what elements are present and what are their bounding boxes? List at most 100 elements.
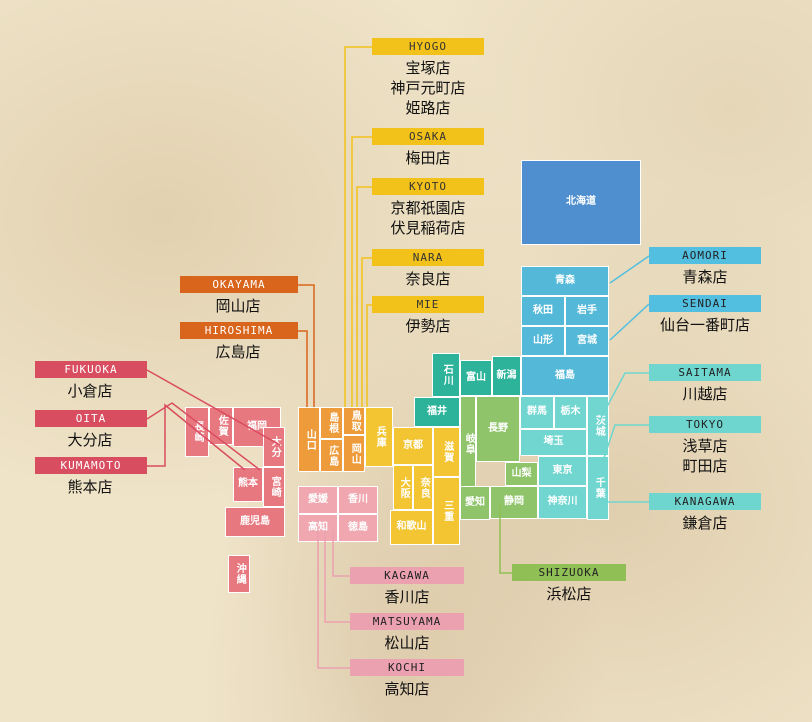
store-item[interactable]: 熊本店 [67, 478, 113, 496]
pref-label-saitama: 埼玉 [543, 436, 564, 448]
pref-yamagata[interactable]: 山形 [521, 326, 565, 356]
pref-label-chiba: 千葉 [593, 477, 605, 499]
pref-kagoshima[interactable]: 鹿児島 [225, 507, 285, 537]
pref-label-mie: 三重 [441, 500, 453, 522]
store-item[interactable]: 高知店 [384, 680, 430, 698]
pref-saitama[interactable]: 埼玉 [520, 429, 587, 456]
region-label-fukuoka[interactable]: FUKUOKA [35, 361, 147, 378]
region-label-hyogo[interactable]: HYOGO [372, 38, 484, 55]
store-list-hyogo: 宝塚店神戸元町店姫路店 [358, 58, 498, 118]
pref-nagano[interactable]: 長野 [476, 396, 520, 462]
store-item[interactable]: 香川店 [384, 588, 430, 606]
pref-kagawa[interactable]: 香川 [338, 486, 378, 514]
region-label-sendai[interactable]: SENDAI [649, 295, 761, 312]
pref-okayama[interactable]: 岡山 [343, 435, 365, 472]
pref-shiga[interactable]: 滋賀 [433, 427, 460, 477]
pref-label-fukui: 福井 [427, 405, 447, 417]
store-item[interactable]: 岡山店 [215, 297, 261, 315]
store-item[interactable]: 伏見稲荷店 [390, 219, 466, 237]
pref-tochigi[interactable]: 栃木 [554, 396, 587, 429]
pref-miyazaki[interactable]: 宮崎 [263, 467, 285, 507]
store-item[interactable]: 宝塚店 [405, 59, 451, 77]
pref-label-kanagawa: 神奈川 [547, 496, 578, 508]
store-list-hiroshima: 広島店 [168, 342, 308, 362]
pref-label-gifu: 岐阜 [463, 433, 475, 455]
pref-saga[interactable]: 佐賀 [209, 407, 233, 445]
pref-wakayama[interactable]: 和歌山 [390, 510, 433, 545]
region-label-matsuyama[interactable]: MATSUYAMA [350, 613, 464, 630]
pref-oita[interactable]: 大分 [263, 427, 285, 467]
pref-mie[interactable]: 三重 [433, 477, 460, 545]
connector-tokyo [599, 424, 649, 471]
store-item[interactable]: 川越店 [682, 385, 728, 403]
store-item[interactable]: 伊勢店 [405, 317, 451, 335]
pref-fukushima[interactable]: 福島 [521, 356, 609, 396]
region-label-nara[interactable]: NARA [372, 249, 484, 266]
pref-toyama[interactable]: 富山 [460, 360, 492, 396]
store-list-okayama: 岡山店 [168, 296, 308, 316]
store-item[interactable]: 神戸元町店 [390, 79, 466, 97]
store-item[interactable]: 町田店 [682, 457, 728, 475]
pref-tottori[interactable]: 鳥取 [343, 407, 365, 435]
region-label-okayama[interactable]: OKAYAMA [180, 276, 298, 293]
pref-yamanashi[interactable]: 山梨 [505, 462, 538, 486]
region-label-oita[interactable]: OITA [35, 410, 147, 427]
region-label-saitama[interactable]: SAITAMA [649, 364, 761, 381]
pref-tokyo[interactable]: 東京 [538, 456, 587, 486]
store-item[interactable]: 梅田店 [405, 149, 451, 167]
region-label-mie[interactable]: MIE [372, 296, 484, 313]
pref-niigata[interactable]: 新潟 [492, 356, 521, 396]
pref-tokushima[interactable]: 徳島 [338, 514, 378, 542]
pref-label-wakayama: 和歌山 [396, 521, 427, 533]
pref-nara[interactable]: 奈良 [413, 465, 433, 510]
pref-kumamoto[interactable]: 熊本 [233, 467, 263, 502]
store-item[interactable]: 小倉店 [67, 382, 113, 400]
pref-hiroshima[interactable]: 広島 [320, 439, 343, 472]
store-item[interactable]: 広島店 [215, 343, 261, 361]
connector-aomori [609, 255, 650, 284]
pref-iwate[interactable]: 岩手 [565, 296, 609, 326]
pref-akita[interactable]: 秋田 [521, 296, 565, 326]
region-label-shizuoka[interactable]: SHIZUOKA [512, 564, 626, 581]
pref-aichi[interactable]: 愛知 [460, 486, 490, 520]
pref-fukui[interactable]: 福井 [414, 397, 460, 427]
pref-hokkaido[interactable]: 北海道 [521, 160, 641, 245]
region-label-aomori[interactable]: AOMORI [649, 247, 761, 264]
pref-miyagi[interactable]: 宮城 [565, 326, 609, 356]
store-item[interactable]: 浜松店 [546, 585, 592, 603]
region-label-kanagawa[interactable]: KANAGAWA [649, 493, 761, 510]
store-item[interactable]: 青森店 [682, 268, 728, 286]
region-label-osaka[interactable]: OSAKA [372, 128, 484, 145]
region-label-kochi[interactable]: KOCHI [350, 659, 464, 676]
store-item[interactable]: 大分店 [67, 431, 113, 449]
pref-aomori[interactable]: 青森 [521, 266, 609, 296]
region-label-kumamoto[interactable]: KUMAMOTO [35, 457, 147, 474]
store-item[interactable]: 松山店 [384, 634, 430, 652]
region-label-kagawa[interactable]: KAGAWA [350, 567, 464, 584]
pref-chiba[interactable]: 千葉 [587, 456, 609, 520]
region-label-tokyo[interactable]: TOKYO [649, 416, 761, 433]
pref-shimane[interactable]: 島根 [320, 407, 343, 439]
pref-hyogo[interactable]: 兵庫 [365, 407, 393, 467]
pref-shizuoka[interactable]: 静岡 [490, 486, 538, 519]
region-label-kyoto[interactable]: KYOTO [372, 178, 484, 195]
store-item[interactable]: 奈良店 [405, 270, 451, 288]
pref-kanagawa[interactable]: 神奈川 [538, 486, 587, 519]
pref-yamaguchi[interactable]: 山口 [298, 407, 320, 472]
store-item[interactable]: 鎌倉店 [682, 514, 728, 532]
store-item[interactable]: 京都祇園店 [390, 199, 466, 217]
store-item[interactable]: 姫路店 [405, 99, 451, 117]
pref-ehime[interactable]: 愛媛 [298, 486, 338, 514]
pref-okinawa[interactable]: 沖縄 [228, 555, 250, 593]
store-item[interactable]: 仙台一番町店 [659, 316, 750, 334]
connector-sendai [609, 303, 650, 341]
pref-gunma[interactable]: 群馬 [520, 396, 554, 429]
pref-osaka[interactable]: 大阪 [393, 465, 413, 510]
connector-kochi [317, 530, 350, 669]
pref-ibaraki[interactable]: 茨城 [587, 396, 609, 456]
store-list-mie: 伊勢店 [358, 316, 498, 336]
store-item[interactable]: 浅草店 [682, 437, 728, 455]
region-label-hiroshima[interactable]: HIROSHIMA [180, 322, 298, 339]
pref-ishikawa[interactable]: 石川 [432, 353, 460, 397]
pref-kyoto[interactable]: 京都 [393, 427, 433, 465]
